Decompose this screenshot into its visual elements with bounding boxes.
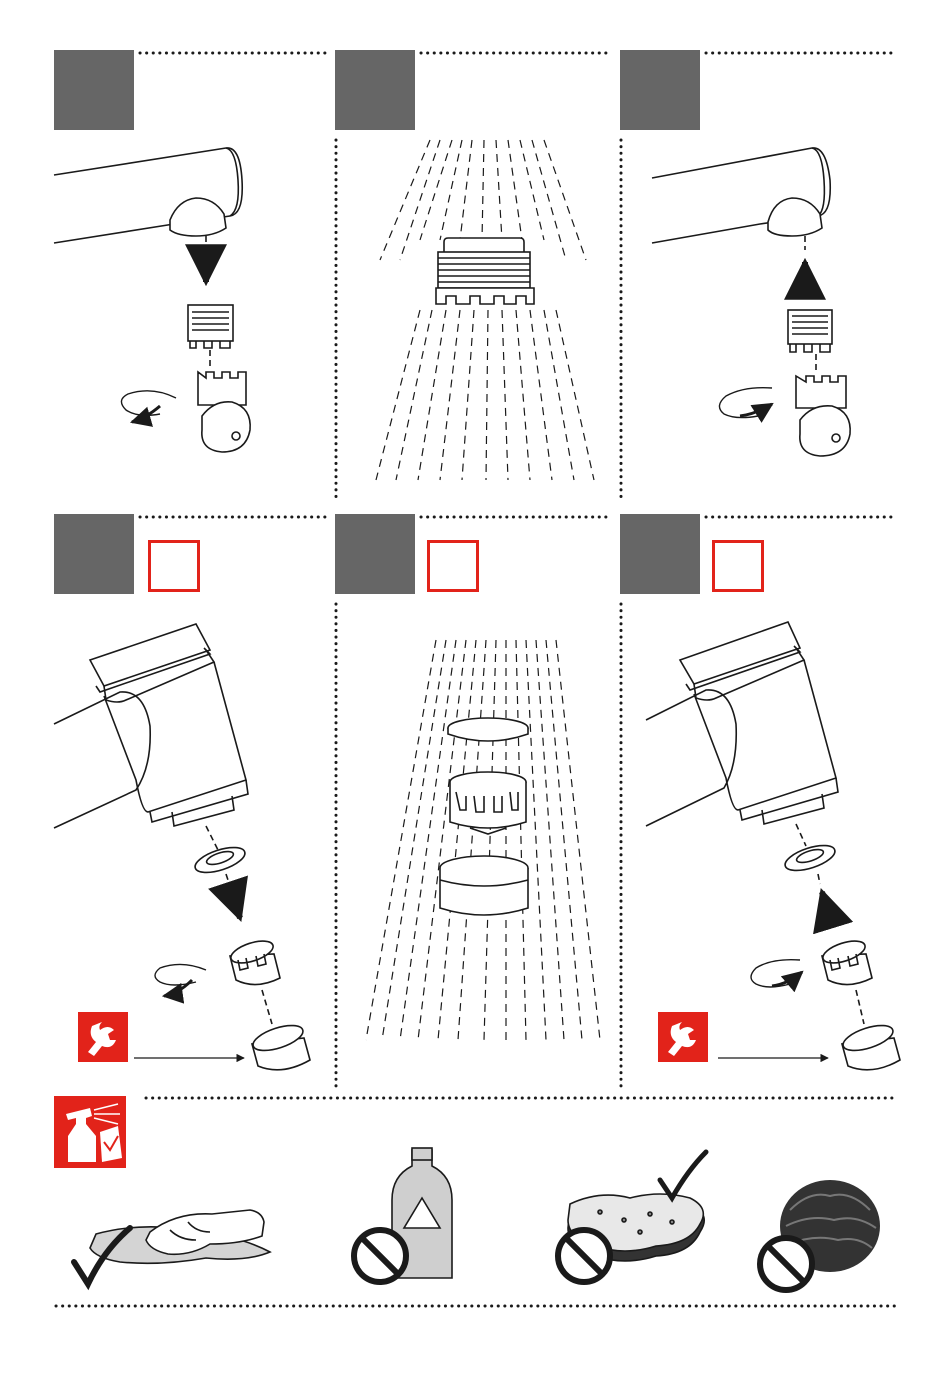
check-mark-icon-2 bbox=[660, 1152, 706, 1198]
step-3-illustration bbox=[652, 148, 850, 456]
step-2-aerator bbox=[436, 238, 534, 304]
spray-bottle-icon bbox=[54, 1096, 126, 1168]
step-6-illustration bbox=[646, 622, 900, 1070]
no-symbol-icon-3 bbox=[760, 1238, 812, 1290]
step-4-illustration bbox=[54, 624, 310, 1070]
no-symbol-icon bbox=[354, 1230, 406, 1282]
step-5-parts bbox=[440, 718, 528, 915]
no-symbol-icon-2 bbox=[558, 1230, 610, 1282]
wrench-icon bbox=[78, 1012, 128, 1062]
step-2-illustration bbox=[376, 140, 594, 480]
step-5-illustration bbox=[366, 640, 600, 1040]
wrench-icon-2 bbox=[658, 1012, 708, 1062]
step-1-illustration bbox=[54, 148, 250, 452]
